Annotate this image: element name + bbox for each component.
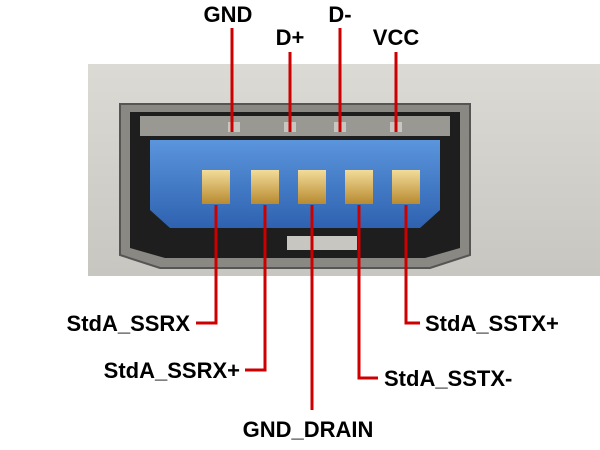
label-gnd: GND: [204, 2, 253, 27]
connector-photo: [88, 64, 600, 276]
label-d-plus: D+: [276, 25, 305, 50]
pin-sstx-minus: [345, 170, 373, 204]
contact-pins: [202, 170, 420, 204]
pin-sstx-plus: [392, 170, 420, 204]
label-stda-ssrx-plus: StdA_SSRX+: [104, 358, 240, 383]
pin-gnd-drain: [298, 170, 326, 204]
label-d-minus: D-: [328, 2, 351, 27]
pin-ssrx-plus: [251, 170, 279, 204]
label-stda-sstx-minus: StdA_SSTX-: [384, 366, 512, 391]
label-stda-sstx-plus: StdA_SSTX+: [425, 311, 559, 336]
label-gnd-drain: GND_DRAIN: [243, 417, 374, 442]
pin-ssrx-minus: [202, 170, 230, 204]
label-stda-ssrx: StdA_SSRX: [67, 311, 191, 336]
leader-lines: [196, 28, 420, 410]
label-vcc: VCC: [373, 25, 420, 50]
